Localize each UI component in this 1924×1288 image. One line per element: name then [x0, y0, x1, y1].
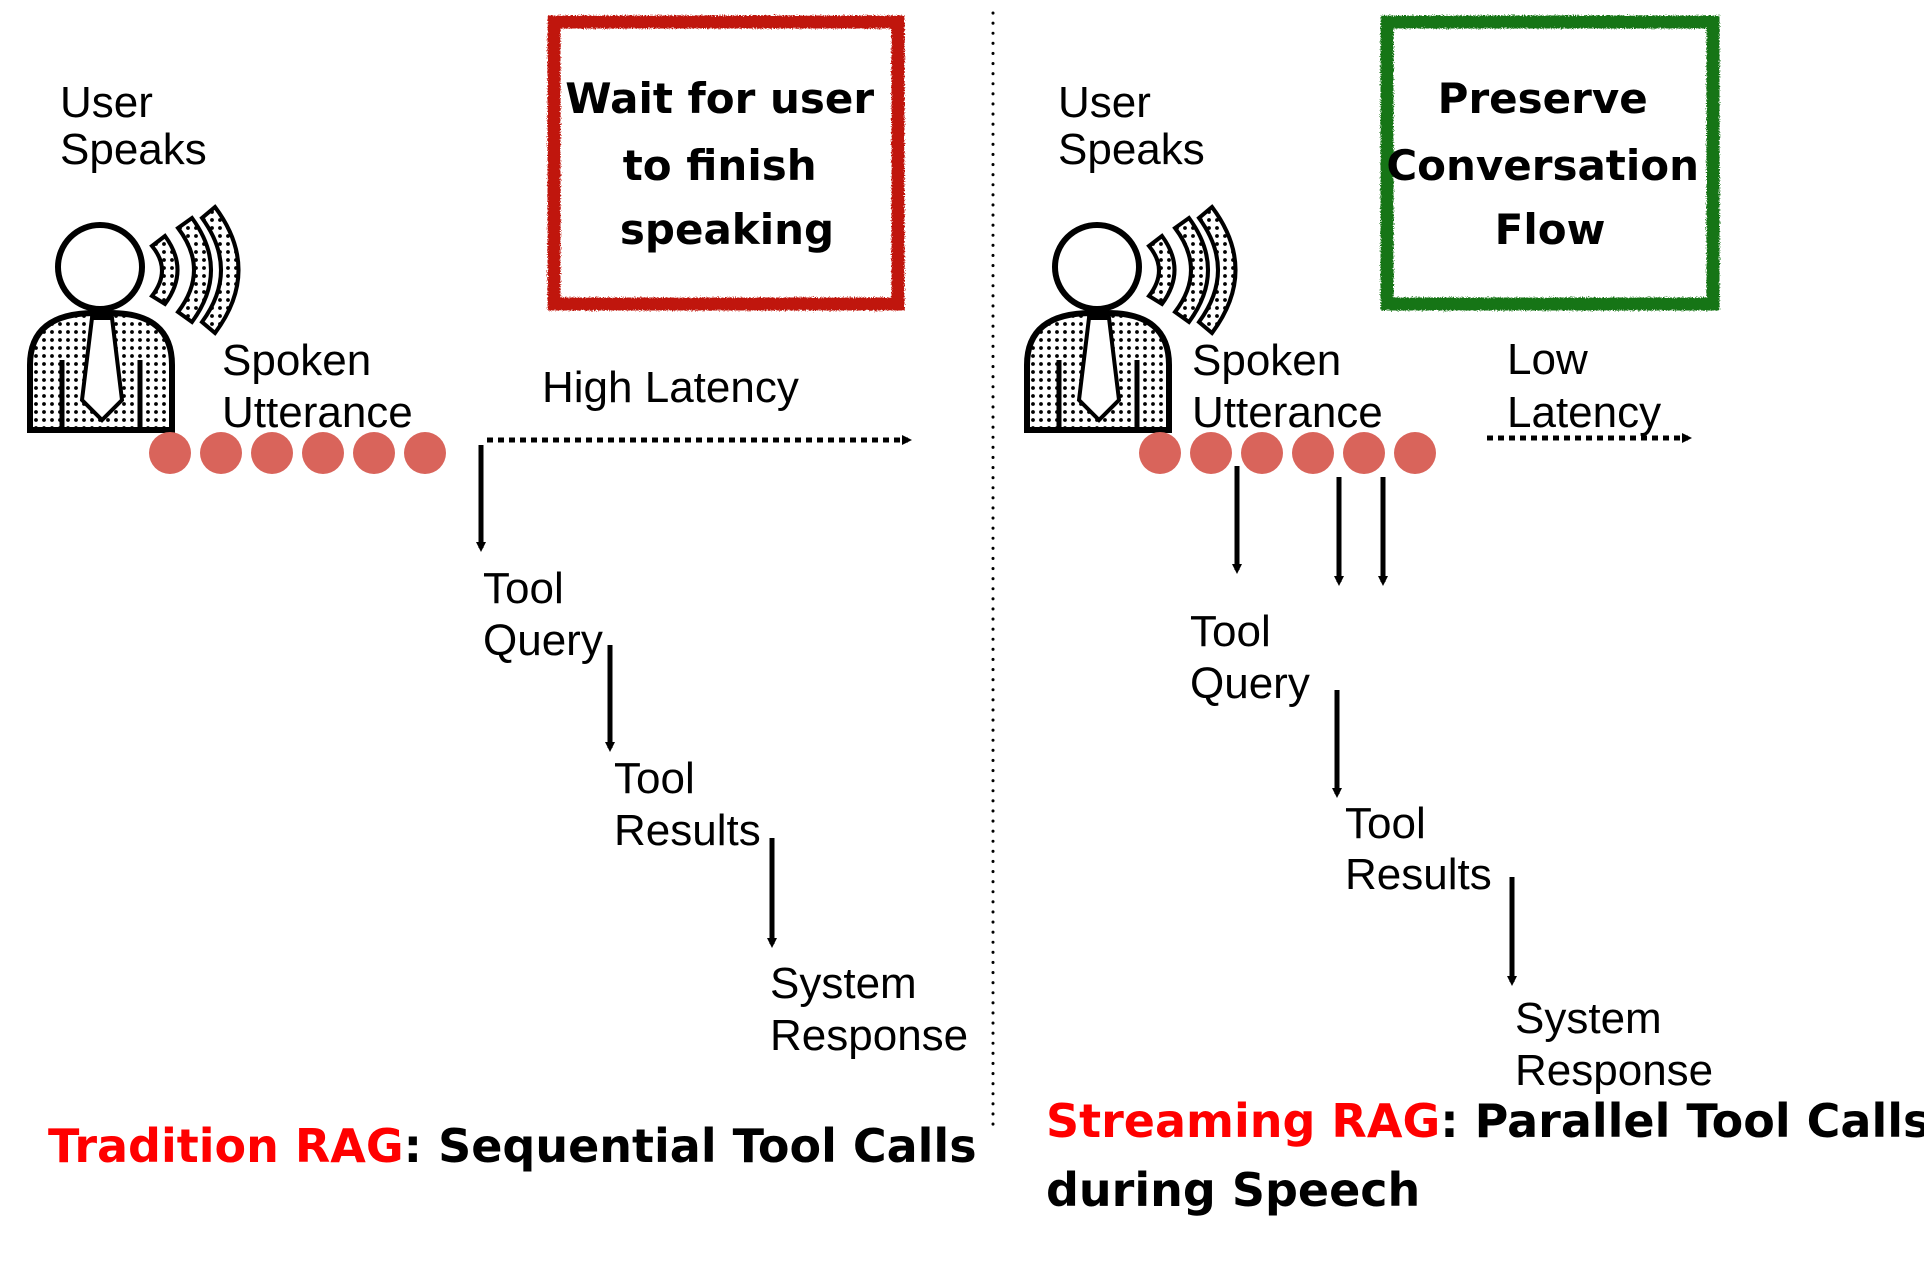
utterance-dot	[200, 432, 242, 474]
user-head-icon	[55, 222, 145, 312]
utterance-dot	[1190, 432, 1232, 474]
streaming-panel: User Speaks Spoken Utterance Preserve	[1024, 15, 1924, 1217]
high-latency-label: High Latency	[542, 363, 799, 412]
utterance-dot	[251, 432, 293, 474]
sound-waves-icon	[149, 204, 241, 336]
traditional-caption: Tradition RAG: Sequential Tool Calls	[48, 1119, 977, 1173]
utterance-dot	[1241, 432, 1283, 474]
tie-icon	[79, 316, 125, 423]
svg-text:Wait for user to finis: Wait for user to finish speaking	[565, 74, 888, 254]
speaking-user-icon	[1024, 204, 1238, 433]
caption-line-2: during Speech	[1046, 1163, 1420, 1217]
system-response-label: System Response	[770, 959, 968, 1060]
spoken-utterance-label: Spoken Utterance	[1192, 336, 1383, 437]
tool-query-label: Tool Query	[483, 564, 603, 665]
utterance-dots	[149, 432, 446, 474]
utterance-dot	[302, 432, 344, 474]
utterance-dot	[404, 432, 446, 474]
utterance-dot	[353, 432, 395, 474]
streaming-caption: Streaming RAG: Parallel Tool Calls durin…	[1046, 1094, 1924, 1217]
user-head-icon	[1052, 222, 1142, 312]
utterance-dot	[1292, 432, 1334, 474]
caption-highlight: Streaming RAG	[1046, 1094, 1440, 1148]
tool-results-label: Tool Results	[1345, 799, 1492, 899]
parallel-tool-call-arrows	[1232, 466, 1388, 586]
utterance-dot	[1394, 432, 1436, 474]
tool-results-label: Tool Results	[614, 754, 761, 855]
speaking-user-icon	[27, 204, 241, 433]
utterance-dots	[1139, 432, 1436, 474]
user-speaks-label: User Speaks	[1058, 78, 1205, 174]
preserve-flow-box: Preserve Conversation Flow	[1380, 15, 1720, 311]
caption-highlight: Tradition RAG	[48, 1119, 404, 1173]
tie-icon	[1076, 316, 1122, 423]
svg-text:Preserve Conversation: Preserve Conversation Flow	[1386, 74, 1713, 254]
caption-rest: : Parallel Tool Calls	[1440, 1094, 1924, 1148]
traditional-panel: User Speaks Spoken Utterance Wait for us	[27, 15, 977, 1173]
spoken-utterance-label: Spoken Utterance	[222, 336, 413, 437]
utterance-dot	[149, 432, 191, 474]
utterance-dot	[1343, 432, 1385, 474]
user-speaks-label: User Speaks	[60, 78, 207, 174]
caption-rest: : Sequential Tool Calls	[404, 1119, 977, 1173]
tool-query-label: Tool Query	[1190, 607, 1310, 708]
wait-for-user-box: Wait for user to finish speaking	[547, 15, 905, 311]
system-response-label: System Response	[1515, 994, 1713, 1095]
sound-waves-icon	[1146, 204, 1238, 336]
low-latency-label: Low Latency	[1507, 335, 1661, 437]
utterance-dot	[1139, 432, 1181, 474]
